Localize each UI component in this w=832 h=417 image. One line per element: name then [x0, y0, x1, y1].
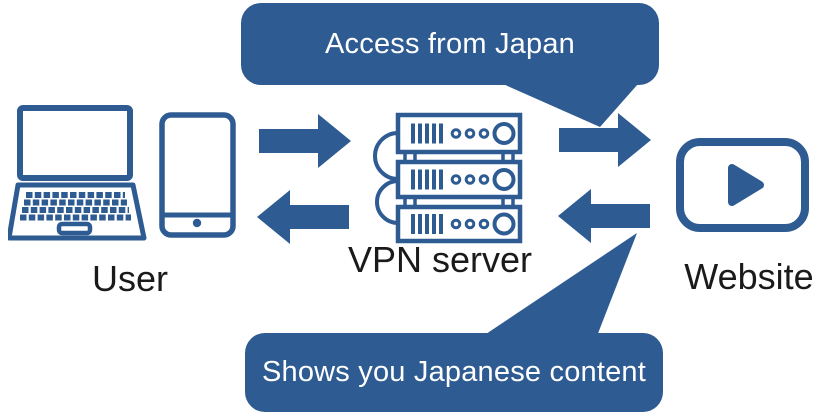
callout-shows-japanese-content: Shows you Japanese content — [245, 333, 663, 412]
arrow-server-to-website — [559, 113, 651, 167]
label-website: Website — [684, 256, 814, 297]
label-vpn-server: VPN server — [347, 239, 533, 280]
label-user: User — [91, 258, 168, 299]
play-icon — [728, 164, 764, 206]
arrow-server-to-user — [257, 190, 349, 244]
smartphone-icon — [159, 112, 236, 238]
video-player-icon — [676, 138, 809, 232]
callout-top-tail — [485, 76, 645, 127]
callout-bottom-tail — [483, 233, 637, 336]
callout-access-from-japan: Access from Japan — [241, 3, 659, 85]
callout-bottom-text: Shows you Japanese content — [261, 356, 647, 388]
callout-top-text: Access from Japan — [325, 27, 575, 60]
arrow-user-to-server — [259, 114, 351, 168]
server-stack-icon — [373, 112, 523, 244]
arrow-website-to-server — [558, 189, 650, 243]
laptop-icon — [8, 105, 147, 241]
